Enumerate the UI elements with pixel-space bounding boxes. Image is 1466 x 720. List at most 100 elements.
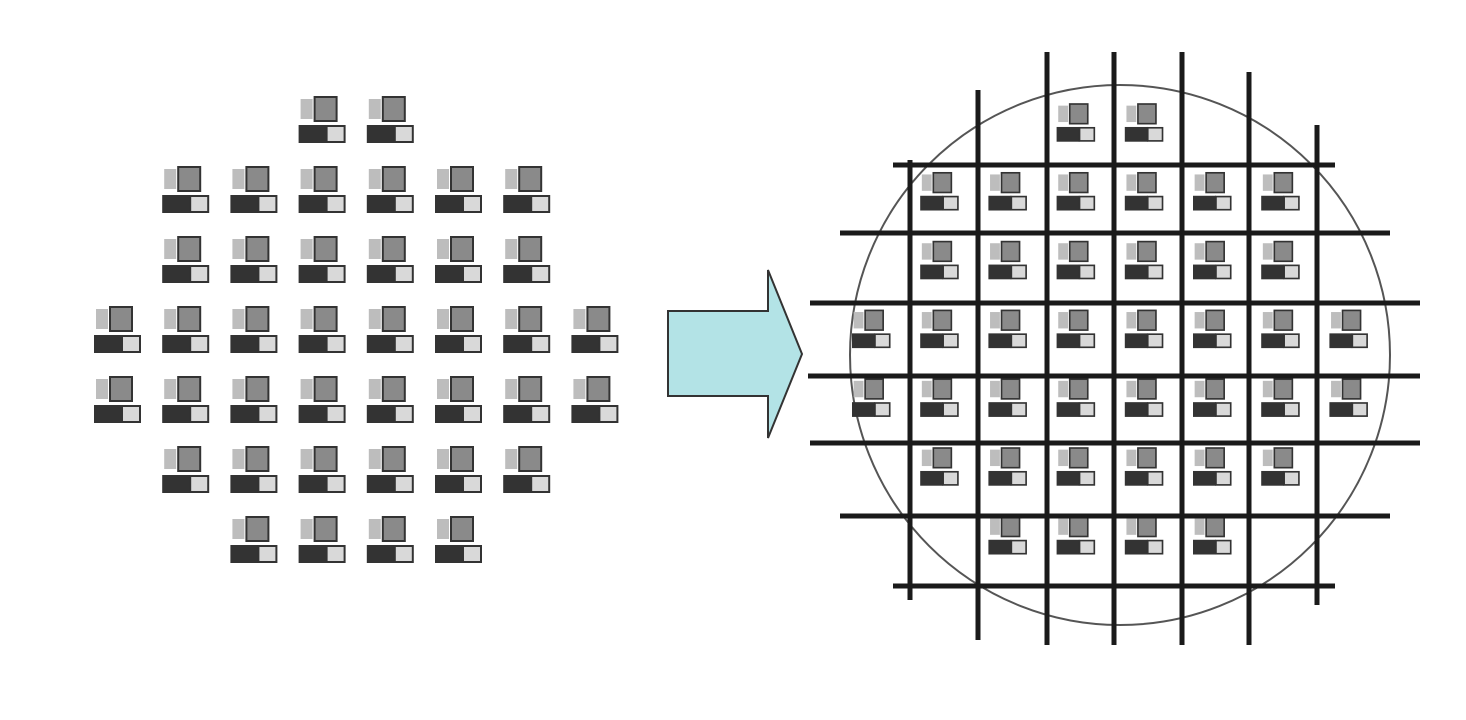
die: [298, 376, 346, 423]
die-pad-pale: [874, 402, 891, 417]
die: [503, 306, 551, 353]
die-pad-pale: [393, 265, 414, 283]
die-pad-mid: [313, 166, 338, 192]
die-pad-dark: [920, 402, 944, 417]
die: [435, 516, 482, 563]
diced-wafer: [808, 52, 1420, 645]
die-pad-light: [1194, 174, 1205, 191]
die-pad-light: [1058, 243, 1069, 260]
die-pad-pale: [1215, 264, 1232, 280]
die-pad-mid: [1273, 240, 1294, 263]
die-pad-pale: [1146, 539, 1164, 555]
die-pad-dark: [435, 405, 463, 423]
die-pad-mid: [109, 306, 133, 332]
die: [94, 376, 141, 423]
die-pad-pale: [257, 475, 278, 493]
die-pad-dark: [298, 125, 327, 143]
die-pad-mid: [1137, 309, 1157, 331]
die-pad-dark: [435, 475, 463, 493]
die: [1261, 447, 1300, 486]
die-pad-mid: [864, 309, 884, 331]
die-pad-pale: [257, 195, 278, 213]
die-pad-pale: [598, 405, 619, 423]
die-pad-light: [300, 519, 313, 539]
die-pad-light: [300, 449, 313, 469]
die-pad-mid: [313, 376, 338, 402]
die-pad-light: [1194, 380, 1205, 398]
die-pad-mid: [1205, 309, 1225, 331]
die-pad-dark: [366, 545, 395, 563]
die-pad-light: [368, 169, 381, 189]
die-pad-pale: [1351, 333, 1368, 349]
die-pad-light: [368, 519, 381, 539]
die-pad-mid: [1068, 171, 1089, 194]
die: [162, 306, 210, 353]
die-pad-pale: [189, 475, 210, 493]
die-pad-dark: [1056, 195, 1080, 211]
die-pad-dark: [988, 402, 1012, 417]
die-pad-mid: [518, 446, 543, 472]
die: [162, 166, 210, 213]
die-pad-light: [437, 169, 449, 189]
die-pad-light: [1194, 312, 1205, 329]
die-pad-mid: [1205, 378, 1225, 400]
die-pad-dark: [298, 475, 327, 493]
die-pad-light: [232, 309, 245, 329]
die-pad-dark: [162, 335, 191, 353]
die-pad-light: [300, 379, 313, 399]
die-pad-light: [368, 239, 381, 259]
die-pad-mid: [245, 516, 270, 542]
die-pad-mid: [381, 96, 406, 122]
die-pad-light: [990, 243, 1000, 260]
die-pad-dark: [366, 335, 395, 353]
die: [366, 96, 414, 143]
die-pad-pale: [325, 405, 346, 423]
die-pad-light: [1194, 518, 1205, 535]
die: [1193, 515, 1232, 555]
die-pad-dark: [230, 195, 259, 213]
die-pad-dark: [1193, 402, 1216, 417]
die-pad-mid: [177, 306, 202, 332]
die-pad-pale: [189, 195, 210, 213]
die-pad-dark: [1124, 195, 1148, 211]
die-pad-light: [164, 169, 177, 189]
die: [503, 446, 551, 493]
die-pad-mid: [450, 236, 474, 262]
die-pad-dark: [920, 333, 944, 349]
die-pad-pale: [189, 335, 210, 353]
die-pad-dark: [162, 405, 191, 423]
die-pad-light: [1126, 312, 1137, 329]
die-pad-pale: [530, 195, 551, 213]
die: [162, 446, 210, 493]
die-pad-light: [300, 169, 313, 189]
die-pad-mid: [1273, 171, 1294, 194]
die-pad-light: [164, 309, 177, 329]
die-pad-light: [1126, 105, 1137, 123]
die-pad-mid: [1137, 378, 1157, 400]
die-pad-pale: [1215, 195, 1232, 211]
die-pad-pale: [325, 125, 346, 143]
die-pad-light: [1262, 174, 1273, 191]
die: [988, 171, 1027, 211]
die: [366, 516, 414, 563]
die-pad-mid: [313, 306, 338, 332]
die-pad-light: [1126, 243, 1137, 260]
die: [1329, 309, 1368, 349]
die: [1261, 378, 1300, 417]
die-pad-pale: [325, 265, 346, 283]
die-pad-mid: [586, 306, 611, 332]
die-pad-pale: [1010, 264, 1027, 280]
die-pad-light: [1126, 380, 1137, 398]
die-pad-pale: [598, 335, 619, 353]
die-pad-dark: [435, 195, 463, 213]
die-pad-light: [921, 174, 932, 191]
die-pad-light: [505, 449, 518, 469]
die-pad-pale: [1010, 195, 1027, 211]
die: [435, 446, 482, 493]
die-pad-dark: [1124, 126, 1148, 142]
die: [230, 306, 278, 353]
die-pad-pale: [393, 405, 414, 423]
die-pad-dark: [366, 475, 395, 493]
die-pad-dark: [503, 195, 532, 213]
